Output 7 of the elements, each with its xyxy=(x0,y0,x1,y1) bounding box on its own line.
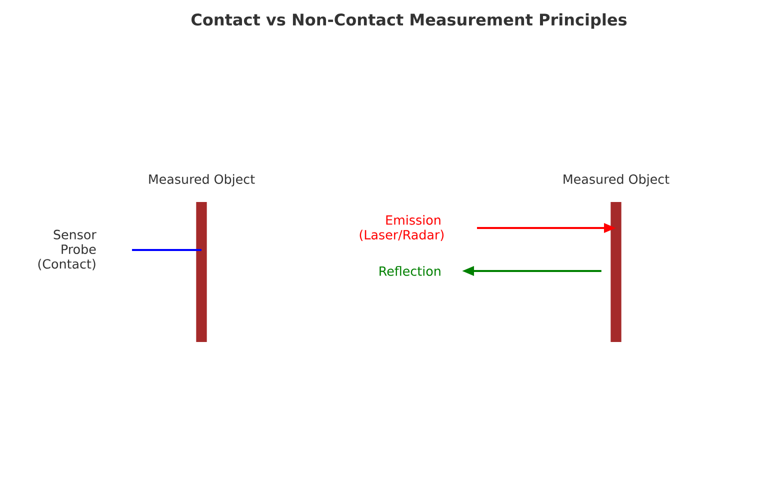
label-text: Reflection xyxy=(380,266,440,276)
probe-line xyxy=(132,249,202,251)
object-label: Measured Object xyxy=(149,174,255,186)
title: Contact vs Non-Contact Measurement Principles xyxy=(192,13,627,29)
label-text: Emission (Laser/Radar) xyxy=(360,215,444,241)
label-text: Sensor Probe (Contact) xyxy=(38,230,96,270)
object-label: Measured Object xyxy=(564,174,670,186)
